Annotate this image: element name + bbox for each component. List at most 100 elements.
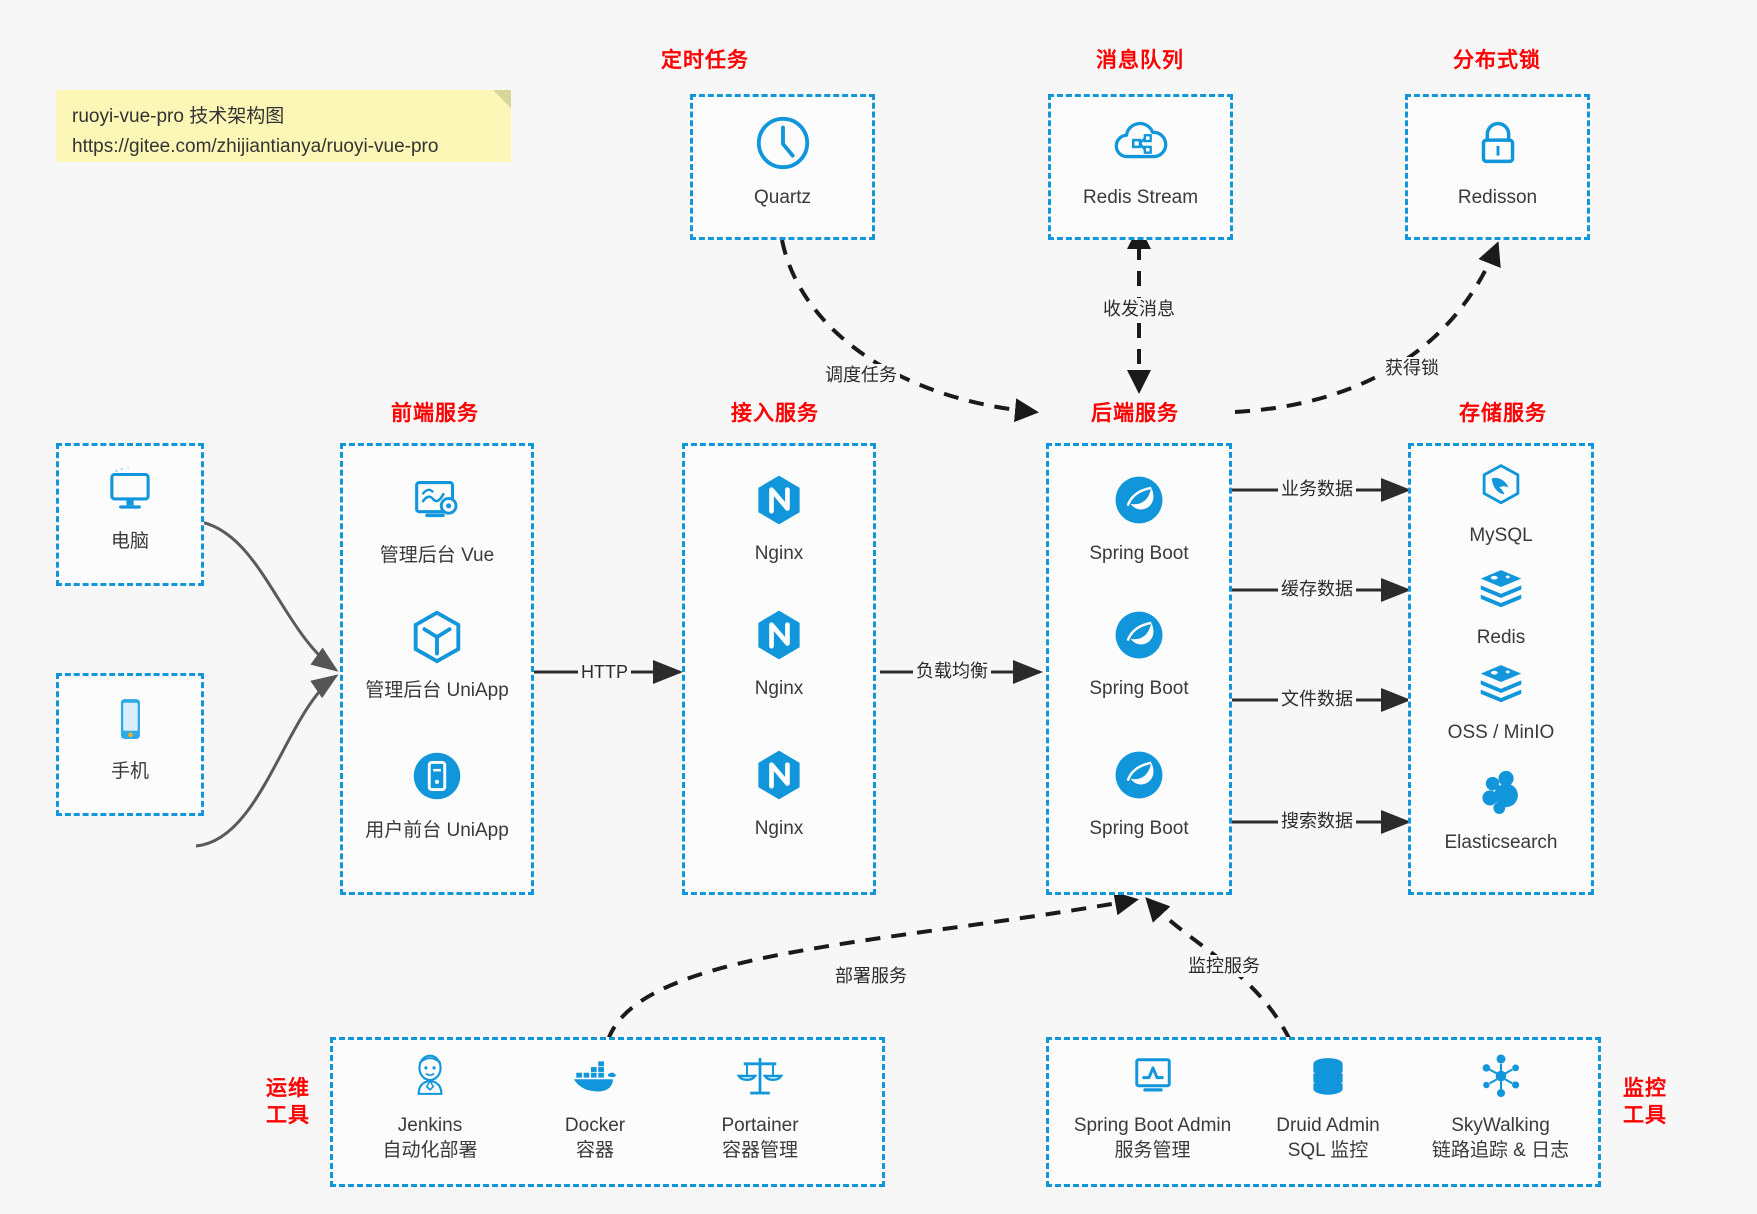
node-label: Redis bbox=[1476, 627, 1526, 648]
node-elasticsearch[interactable]: Elasticsearch bbox=[1408, 765, 1594, 855]
node-docker[interactable]: Docker 容器 bbox=[515, 1050, 675, 1163]
edge-label-deploy-service: 部署服务 bbox=[832, 965, 910, 987]
node-label: Spring Boot Admin bbox=[1073, 1115, 1232, 1136]
mobile-phone-icon bbox=[101, 690, 159, 753]
node-label: Spring Boot bbox=[1089, 543, 1189, 564]
node-druid-admin[interactable]: Druid Admin SQL 监控 bbox=[1248, 1050, 1408, 1163]
mysql-icon bbox=[1474, 458, 1528, 517]
sticky-note: ruoyi-vue-pro 技术架构图 https://gitee.com/zh… bbox=[56, 90, 511, 162]
node-quartz[interactable]: Quartz bbox=[690, 112, 875, 210]
node-label: Redisson bbox=[1457, 187, 1538, 208]
edge-label-monitor-service: 监控服务 bbox=[1185, 955, 1263, 977]
node-redisson[interactable]: Redisson bbox=[1405, 112, 1590, 210]
node-admin-uniapp[interactable]: 管理后台 UniApp bbox=[340, 605, 534, 703]
node-skywalking[interactable]: SkyWalking 链路追踪 & 日志 bbox=[1413, 1050, 1588, 1163]
node-redis[interactable]: Redis bbox=[1408, 560, 1594, 650]
app-door-icon bbox=[406, 745, 468, 812]
note-line-1: ruoyi-vue-pro 技术架构图 bbox=[72, 106, 285, 127]
node-label: Redis Stream bbox=[1082, 187, 1199, 208]
uniapp-cube-icon bbox=[406, 605, 468, 672]
group-mq bbox=[1048, 94, 1233, 240]
node-label: 电脑 bbox=[110, 531, 149, 552]
edge-label-search-data: 搜索数据 bbox=[1278, 810, 1356, 832]
nginx-icon bbox=[749, 470, 809, 535]
edge-label-http: HTTP bbox=[578, 661, 631, 683]
node-sublabel: 容器管理 bbox=[721, 1140, 798, 1161]
node-sublabel: 容器 bbox=[575, 1140, 614, 1161]
edge-label-send-receive-message: 收发消息 bbox=[1100, 298, 1178, 320]
dashboard-vue-icon bbox=[406, 470, 468, 537]
node-label: SkyWalking bbox=[1451, 1115, 1550, 1136]
portainer-scales-icon bbox=[734, 1050, 786, 1107]
devops-title-line-1: 运维 bbox=[266, 1077, 310, 1100]
group-client-mobile bbox=[56, 673, 204, 816]
node-label: MySQL bbox=[1469, 525, 1533, 546]
node-admin-vue[interactable]: 管理后台 Vue bbox=[340, 470, 534, 568]
node-label: 手机 bbox=[110, 761, 149, 782]
edge-label-load-balance: 负载均衡 bbox=[913, 660, 991, 682]
nginx-icon bbox=[749, 745, 809, 810]
node-spring-boot-3[interactable]: Spring Boot bbox=[1046, 745, 1232, 841]
group-devops bbox=[330, 1037, 885, 1187]
desktop-icon bbox=[101, 460, 159, 523]
group-client-pc bbox=[56, 443, 204, 586]
monitor-title-line-1: 监控 bbox=[1623, 1077, 1667, 1100]
node-pc[interactable]: 电脑 bbox=[56, 460, 204, 554]
lock-icon bbox=[1467, 112, 1529, 179]
node-label: Quartz bbox=[753, 187, 812, 208]
oss-minio-icon bbox=[1474, 655, 1528, 714]
edge-label-cache-data: 缓存数据 bbox=[1278, 578, 1356, 600]
node-label: Nginx bbox=[754, 543, 804, 564]
node-nginx-2[interactable]: Nginx bbox=[682, 605, 876, 701]
note-line-2: https://gitee.com/zhijiantianya/ruoyi-vu… bbox=[72, 136, 439, 157]
skywalking-icon bbox=[1475, 1050, 1527, 1107]
node-mysql[interactable]: MySQL bbox=[1408, 458, 1594, 548]
jenkins-icon bbox=[404, 1050, 456, 1107]
devops-title-line-2: 工具 bbox=[266, 1104, 310, 1127]
node-label: Portainer bbox=[721, 1115, 799, 1136]
group-title-devops: 运维 工具 bbox=[258, 1075, 318, 1129]
node-nginx-1[interactable]: Nginx bbox=[682, 470, 876, 566]
edge-label-acquire-lock: 获得锁 bbox=[1382, 357, 1442, 379]
database-icon bbox=[1302, 1050, 1354, 1107]
node-spring-boot-1[interactable]: Spring Boot bbox=[1046, 470, 1232, 566]
elasticsearch-icon bbox=[1474, 765, 1528, 824]
node-label: Spring Boot bbox=[1089, 678, 1189, 699]
spring-boot-icon bbox=[1109, 745, 1169, 810]
clock-icon bbox=[752, 112, 814, 179]
spring-boot-icon bbox=[1109, 605, 1169, 670]
node-user-uniapp[interactable]: 用户前台 UniApp bbox=[340, 745, 534, 843]
spring-boot-icon bbox=[1109, 470, 1169, 535]
node-sublabel: SQL 监控 bbox=[1287, 1140, 1369, 1161]
node-oss-minio[interactable]: OSS / MinIO bbox=[1408, 655, 1594, 745]
docker-icon bbox=[569, 1050, 621, 1107]
node-label: Nginx bbox=[754, 678, 804, 699]
node-label: Druid Admin bbox=[1276, 1115, 1380, 1136]
node-redis-stream[interactable]: Redis Stream bbox=[1048, 112, 1233, 210]
node-spring-boot-2[interactable]: Spring Boot bbox=[1046, 605, 1232, 701]
node-sublabel: 自动化部署 bbox=[382, 1140, 478, 1161]
group-title-storage: 存储服务 bbox=[1459, 402, 1547, 425]
edge-label-business-data: 业务数据 bbox=[1278, 478, 1356, 500]
group-title-gateway: 接入服务 bbox=[731, 402, 819, 425]
group-frontend bbox=[340, 443, 534, 895]
cloud-stream-icon bbox=[1110, 112, 1172, 179]
group-lock bbox=[1405, 94, 1590, 240]
group-title-backend: 后端服务 bbox=[1091, 402, 1179, 425]
node-portainer[interactable]: Portainer 容器管理 bbox=[680, 1050, 840, 1163]
node-nginx-3[interactable]: Nginx bbox=[682, 745, 876, 841]
node-jenkins[interactable]: Jenkins 自动化部署 bbox=[350, 1050, 510, 1163]
node-mobile[interactable]: 手机 bbox=[56, 690, 204, 784]
node-label: Spring Boot bbox=[1089, 818, 1189, 839]
node-label: OSS / MinIO bbox=[1447, 722, 1555, 743]
monitor-chart-icon bbox=[1127, 1050, 1179, 1107]
node-spring-boot-admin[interactable]: Spring Boot Admin 服务管理 bbox=[1060, 1050, 1245, 1163]
node-label: Jenkins bbox=[397, 1115, 463, 1136]
group-title-scheduler: 定时任务 bbox=[661, 49, 749, 72]
node-label: 管理后台 UniApp bbox=[365, 680, 509, 701]
node-sublabel: 链路追踪 & 日志 bbox=[1431, 1140, 1570, 1161]
node-sublabel: 服务管理 bbox=[1114, 1140, 1191, 1161]
node-label: 用户前台 UniApp bbox=[365, 820, 509, 841]
edge-label-schedule-task: 调度任务 bbox=[822, 364, 900, 386]
group-title-frontend: 前端服务 bbox=[391, 402, 479, 425]
